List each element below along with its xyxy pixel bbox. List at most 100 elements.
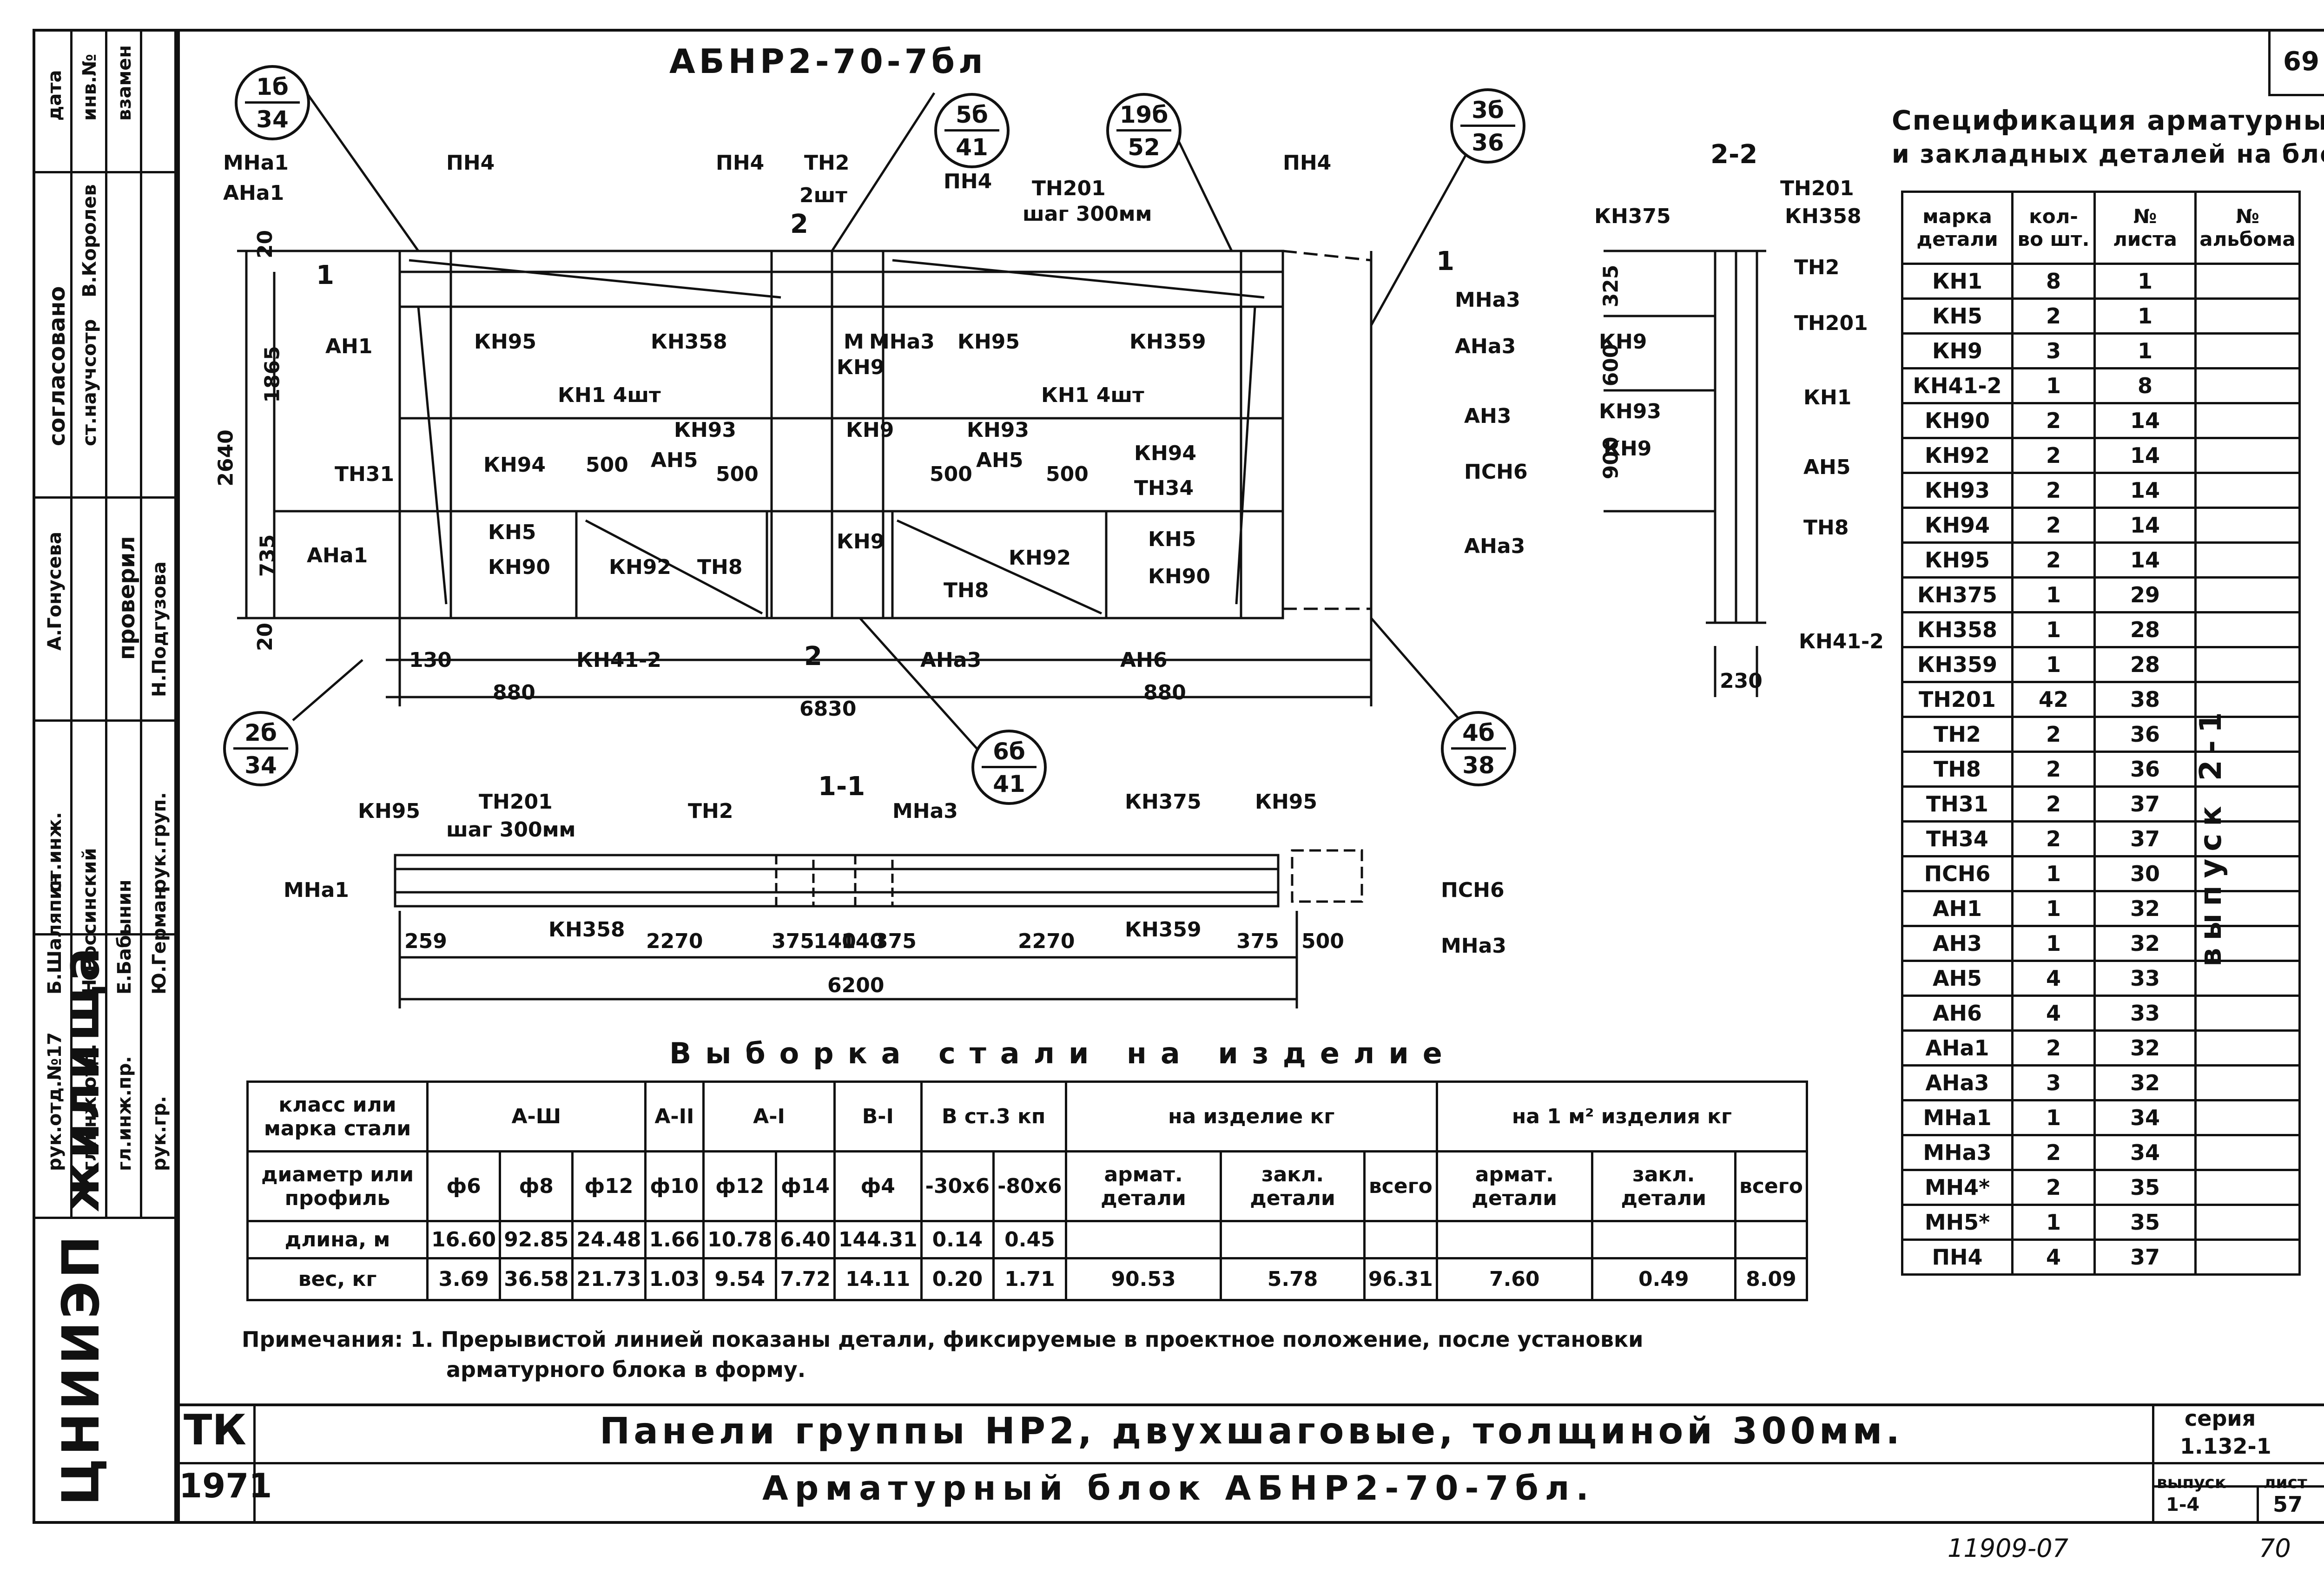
label-psn6: ПСН6 <box>1464 460 1528 484</box>
spec-cell: 2 <box>2011 820 2096 857</box>
tk-label: ТК <box>184 1406 246 1455</box>
steel-cell: 5.78 <box>1220 1257 1366 1301</box>
spec-cell: 1 <box>2011 1204 2096 1241</box>
spec-cell: АН1 <box>1901 890 2014 927</box>
spec-cell <box>2194 368 2301 404</box>
spec-cell: КН359 <box>1901 646 2014 683</box>
label-kn9: КН9 <box>837 530 885 553</box>
spec-cell: 2 <box>2011 1134 2096 1171</box>
corner-sheet-number: 69 <box>2283 46 2319 77</box>
spec-header: кол-во шт. <box>2011 191 2096 265</box>
steel-table: класс или марка стали А-Ш А-II А-I В-I В… <box>246 1080 1809 1301</box>
steel-title: Выборка стали на изделие <box>669 1036 1456 1070</box>
spec-cell: 37 <box>2093 1238 2197 1276</box>
sheet-frame <box>174 29 2324 1524</box>
label-an5: АН5 <box>976 448 1023 472</box>
label-mna1: МНа1 <box>223 151 289 175</box>
s11-dim: 500 <box>1301 929 1344 953</box>
spec-cell: 1 <box>2011 646 2096 683</box>
section-1-1-drawing <box>394 849 1363 1008</box>
label-dim: 500 <box>586 453 628 477</box>
s22-label: КН9 <box>1599 330 1647 354</box>
section-1-1-title: 1-1 <box>818 771 865 802</box>
spec-cell: КН375 <box>1901 576 2014 613</box>
steel-h-a3: А-Ш <box>426 1080 647 1153</box>
label-kn359: КН359 <box>1129 330 1206 354</box>
s11-label: ТН201 <box>479 790 553 814</box>
stamp-role: гл.инж.пр. <box>114 1056 135 1171</box>
steel-cell: 1.66 <box>644 1220 705 1259</box>
steel-cell: 36.58 <box>499 1257 574 1301</box>
steel-cell: ф4 <box>833 1150 923 1222</box>
steel-cell <box>1734 1220 1809 1259</box>
spec-cell <box>2194 1065 2301 1101</box>
steel-cell: 144.31 <box>833 1220 923 1259</box>
spec-cell: 1 <box>2011 367 2096 404</box>
steel-cell: -30x6 <box>920 1150 995 1222</box>
section-mark: 2 <box>804 641 822 672</box>
spec-cell: 30 <box>2093 855 2197 892</box>
s11-label: КН359 <box>1125 918 1202 942</box>
label-dim: 500 <box>1046 462 1089 486</box>
s22-label: ТН8 <box>1803 516 1849 540</box>
label-mna3: МНа3 <box>869 330 935 354</box>
spec-cell: 14 <box>2093 472 2197 509</box>
s22-dim: 230 <box>1720 669 1763 693</box>
spec-cell: 32 <box>2093 1029 2197 1067</box>
spec-cell <box>2194 264 2301 300</box>
issue-label: выпуск <box>2157 1473 2226 1492</box>
label-tn31: ТН31 <box>335 462 395 486</box>
dim-130: 130 <box>409 648 452 672</box>
steel-cell: 24.48 <box>571 1220 647 1259</box>
steel-cell: 7.60 <box>1435 1257 1593 1301</box>
spec-cell: 33 <box>2093 995 2197 1032</box>
s11-label: шаг 300мм <box>446 818 576 842</box>
spec-cell <box>2194 821 2301 857</box>
spec-cell: 4 <box>2011 995 2096 1032</box>
spec-cell: ТН8 <box>1901 751 2014 788</box>
spec-cell: 36 <box>2093 716 2197 753</box>
series-label: серия <box>2185 1406 2256 1431</box>
spec-cell <box>2194 751 2301 788</box>
steel-cell: всего <box>1734 1150 1809 1222</box>
label-kn41-2: КН41-2 <box>576 648 661 672</box>
spec-cell <box>2194 333 2301 369</box>
label-tn34: ТН34 <box>1134 476 1194 500</box>
label-pn4: ПН4 <box>716 151 765 175</box>
label-kn90: КН90 <box>488 555 551 579</box>
spec-title-1: Спецификация арматурных <box>1892 105 2324 136</box>
steel-h-diam: диаметр или профиль <box>246 1150 429 1222</box>
spec-cell: 2 <box>2011 507 2096 544</box>
steel-h-class: класс или марка стали <box>246 1080 429 1153</box>
spec-cell: 32 <box>2093 925 2197 962</box>
sheet-label: лист <box>2264 1473 2307 1492</box>
spec-cell: 14 <box>2093 541 2197 579</box>
s11-dim: 375 <box>772 929 814 953</box>
spec-cell: 2 <box>2011 402 2096 439</box>
spec-cell: 1 <box>2093 332 2197 369</box>
label-ana1: АНа1 <box>307 544 368 567</box>
steel-cell: 9.54 <box>702 1257 778 1301</box>
spec-cell: 32 <box>2093 1064 2197 1101</box>
spec-cell: 4 <box>2011 960 2096 997</box>
spec-cell: ТН31 <box>1901 785 2014 823</box>
steel-cell: ф12 <box>571 1150 647 1222</box>
spec-cell: МН5* <box>1901 1204 2014 1241</box>
spec-cell: МНа3 <box>1901 1134 2014 1171</box>
s22-label: КН1 <box>1803 386 1852 409</box>
spec-cell: 1 <box>2011 890 2096 927</box>
spec-cell <box>2194 612 2301 648</box>
s11-label: МНа3 <box>892 799 958 823</box>
label-step: шаг 300мм <box>1023 202 1152 226</box>
label-kn92: КН92 <box>1009 546 1071 570</box>
steel-cell: 10.78 <box>702 1220 778 1259</box>
steel-cell: 90.53 <box>1064 1257 1222 1301</box>
label-an6: АН6 <box>1120 648 1168 672</box>
label-kn93: КН93 <box>674 418 737 442</box>
